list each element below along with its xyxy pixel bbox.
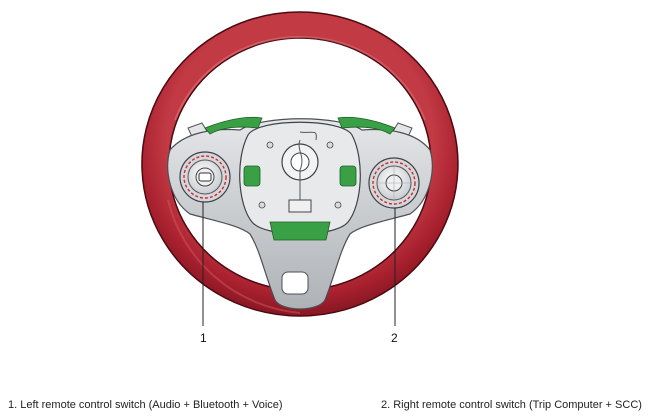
callout-number-2: 2 (391, 331, 398, 345)
right-remote-control-switch (368, 157, 420, 209)
caption-item-2: 2. Right remote control switch (Trip Com… (381, 399, 642, 411)
steering-hub (239, 121, 361, 241)
caption-item-1: 1. Left remote control switch (Audio + B… (8, 399, 283, 411)
left-remote-control-switch (179, 151, 231, 203)
callout-number-1: 1 (200, 331, 207, 345)
